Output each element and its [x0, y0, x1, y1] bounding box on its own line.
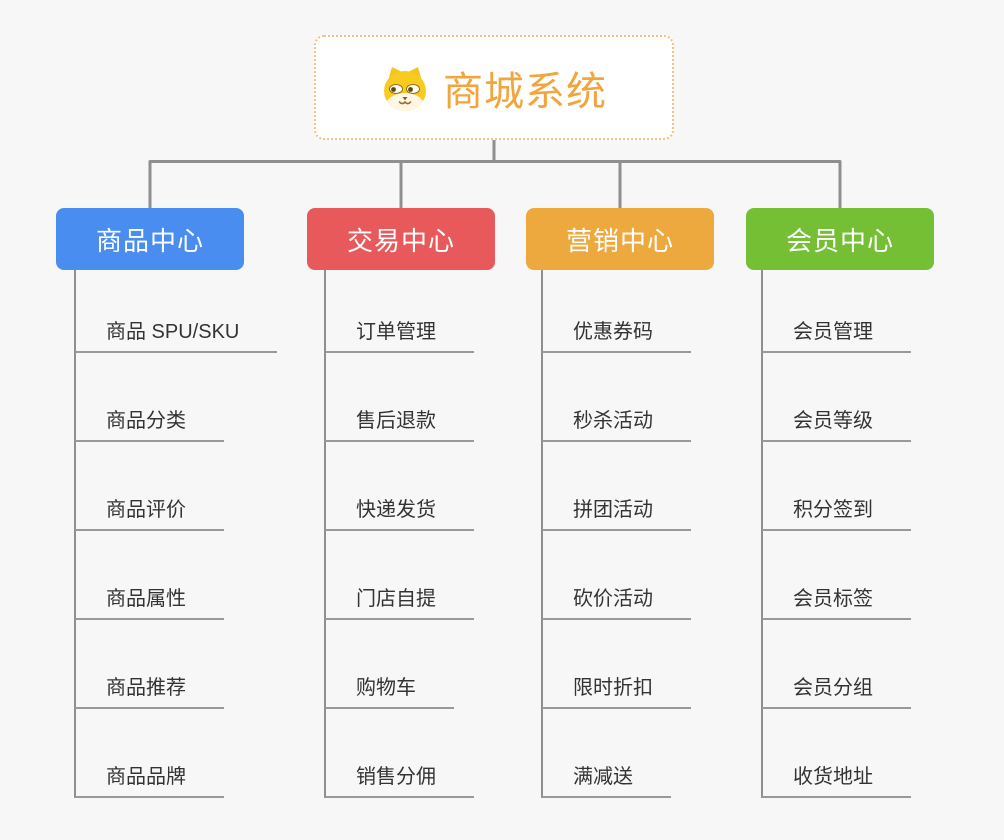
branch-node-trade-center[interactable]: 交易中心: [307, 208, 495, 270]
leaf-node[interactable]: 售后退款: [325, 353, 474, 442]
root-node[interactable]: 商城系统: [314, 35, 674, 140]
leaf-node[interactable]: 会员管理: [762, 264, 911, 353]
leaf-node[interactable]: 收货地址: [762, 709, 911, 798]
branch-column-marketing: 优惠券码 秒杀活动 拼团活动 砍价活动 限时折扣 满减送: [542, 264, 691, 798]
leaf-node[interactable]: 会员标签: [762, 531, 911, 620]
leaf-node[interactable]: 满减送: [542, 709, 671, 798]
root-title: 商城系统: [443, 69, 607, 114]
branch-column-member: 会员管理 会员等级 积分签到 会员标签 会员分组 收货地址: [762, 264, 911, 798]
leaf-node[interactable]: 商品品牌: [75, 709, 224, 798]
branch-node-product-center[interactable]: 商品中心: [56, 208, 244, 270]
leaf-node[interactable]: 优惠券码: [542, 264, 691, 353]
leaf-node[interactable]: 会员等级: [762, 353, 911, 442]
leaf-node[interactable]: 购物车: [325, 620, 454, 709]
leaf-node[interactable]: 商品 SPU/SKU: [75, 264, 278, 353]
branch-bus-line: [148, 160, 842, 208]
branch-label: 商品中心: [95, 225, 204, 256]
branch-label: 营销中心: [565, 225, 674, 256]
leaf-node[interactable]: 门店自提: [325, 531, 474, 620]
leaf-node[interactable]: 销售分佣: [325, 709, 474, 798]
leaf-node[interactable]: 会员分组: [762, 620, 911, 709]
branch-column-trade: 订单管理 售后退款 快递发货 门店自提 购物车 销售分佣: [325, 264, 474, 798]
branch-column-product: 商品 SPU/SKU 商品分类 商品评价 商品属性 商品推荐 商品品牌: [75, 264, 278, 798]
leaf-node[interactable]: 商品评价: [75, 442, 224, 531]
branch-node-member-center[interactable]: 会员中心: [746, 208, 934, 270]
branch-node-marketing-center[interactable]: 营销中心: [526, 208, 714, 270]
leaf-node[interactable]: 拼团活动: [542, 442, 691, 531]
leaf-node[interactable]: 砍价活动: [542, 531, 691, 620]
branch-label: 会员中心: [785, 225, 894, 256]
leaf-node[interactable]: 商品属性: [75, 531, 224, 620]
leaf-node[interactable]: 积分签到: [762, 442, 911, 531]
branch-label: 交易中心: [346, 225, 455, 256]
leaf-node[interactable]: 限时折扣: [542, 620, 691, 709]
dog-face-icon: [381, 64, 429, 112]
leaf-node[interactable]: 商品推荐: [75, 620, 224, 709]
leaf-node[interactable]: 秒杀活动: [542, 353, 691, 442]
leaf-node[interactable]: 订单管理: [325, 264, 474, 353]
leaf-node[interactable]: 商品分类: [75, 353, 224, 442]
leaf-node[interactable]: 快递发货: [325, 442, 474, 531]
